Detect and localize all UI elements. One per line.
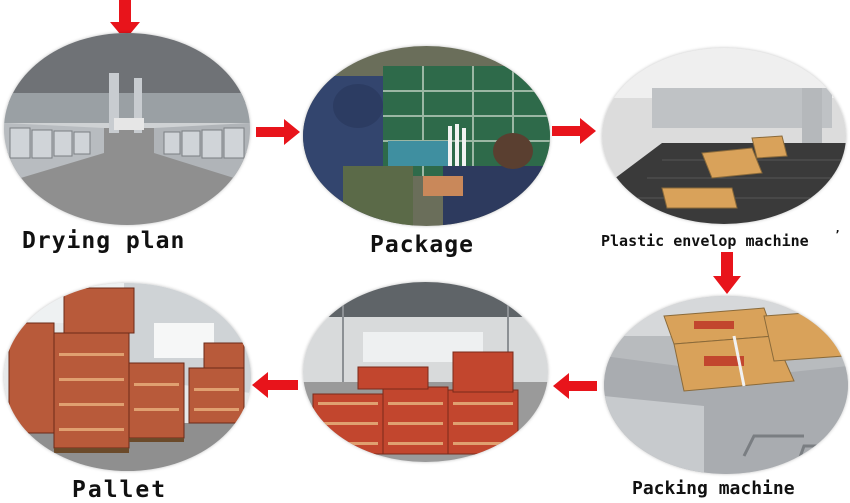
packing-machine-photo [604, 296, 848, 474]
arrow-right-2 [552, 118, 596, 144]
step-label-pallet: Pallet [72, 477, 168, 503]
step-label-packing-machine: Packing machine [632, 478, 795, 499]
package-photo [303, 46, 550, 226]
warehouse-stacks-photo [303, 282, 548, 462]
arrow-left-2 [252, 372, 298, 398]
drying-plant-photo [4, 33, 250, 225]
arrow-down-top [110, 0, 140, 40]
arrow-right-1 [256, 119, 300, 145]
label-trailing-mark: ’ [834, 228, 841, 241]
step-label-package: Package [370, 232, 474, 258]
step-label-plastic-envelop-machine: Plastic envelop machine [601, 232, 809, 250]
arrow-left-1 [553, 373, 597, 399]
step-label-drying-plan: Drying plan [22, 228, 186, 254]
pallet-photo [4, 283, 251, 471]
arrow-down-right [713, 252, 741, 294]
plastic-envelop-machine-photo [602, 48, 846, 224]
